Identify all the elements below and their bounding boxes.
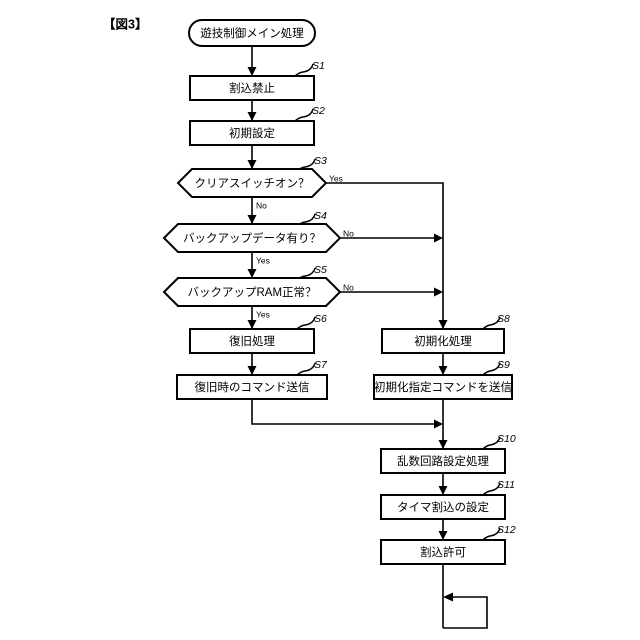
branch-label-layer: Yes No No Yes No Yes xyxy=(256,173,354,319)
branch-label-s3-yes: Yes xyxy=(329,173,343,183)
node-s11[interactable]: タイマ割込の設定 xyxy=(380,494,506,520)
branch-label-s5-no: No xyxy=(343,282,354,292)
s7-box-shape xyxy=(176,374,328,400)
step-number-s5: S5 xyxy=(314,264,327,276)
node-s4[interactable]: バックアップデータ有り？ xyxy=(162,223,342,253)
step-number-s9: S9 xyxy=(497,359,510,371)
s3-decision-shape xyxy=(176,168,328,198)
node-s2[interactable]: 初期設定 xyxy=(189,120,315,146)
node-s10[interactable]: 乱数回路設定処理 xyxy=(380,448,506,474)
arrowhead-s4-no xyxy=(434,233,443,243)
arrowhead-start-s1 xyxy=(247,67,257,76)
start-terminator-label: 遊技制御メイン処理 xyxy=(200,26,304,40)
s12-box-label: 割込許可 xyxy=(420,545,466,559)
arrowhead-s3yes-s8 xyxy=(438,320,448,329)
s1-box-label: 割込禁止 xyxy=(229,81,275,95)
node-start[interactable]: 遊技制御メイン処理 xyxy=(188,19,316,47)
s11-box-shape xyxy=(380,494,506,520)
step-number-s1: S1 xyxy=(312,60,325,72)
s1-box-shape xyxy=(189,75,315,101)
s9-box-shape xyxy=(373,374,513,400)
arrowhead-s5-no xyxy=(434,287,443,297)
step-number-s2: S2 xyxy=(312,105,325,117)
connector-layer xyxy=(247,46,488,629)
s12-box-shape xyxy=(380,539,506,565)
start-terminator-shape xyxy=(188,19,316,47)
arrowhead-s4-s5 xyxy=(247,269,257,278)
step-number-s3: S3 xyxy=(314,155,327,167)
step-number-s10: S10 xyxy=(497,433,516,445)
arrowhead-bottom-loop xyxy=(443,592,453,602)
node-s6[interactable]: 復旧処理 xyxy=(189,328,315,354)
node-s8[interactable]: 初期化処理 xyxy=(381,328,505,354)
s6-box-shape xyxy=(189,328,315,354)
connector-s3-yes-to-s8 xyxy=(326,182,444,329)
arrowhead-s10-s11 xyxy=(438,486,448,495)
s2-box-label: 初期設定 xyxy=(229,126,275,140)
step-number-s6: S6 xyxy=(314,313,327,325)
step-number-s12: S12 xyxy=(497,524,516,536)
arrowhead-s9-s10 xyxy=(438,440,448,449)
branch-label-s4-no: No xyxy=(343,228,354,238)
s5-decision-label: バックアップRAM正常？ xyxy=(187,286,316,299)
arrowhead-s3-s4 xyxy=(247,215,257,224)
s10-box-shape xyxy=(380,448,506,474)
arrowhead-s1-s2 xyxy=(247,112,257,121)
s8-box-shape xyxy=(381,328,505,354)
s10-box-label: 乱数回路設定処理 xyxy=(397,454,489,468)
step-number-s4: S4 xyxy=(314,210,327,222)
node-s7[interactable]: 復旧時のコマンド送信 xyxy=(176,374,328,400)
s11-box-label: タイマ割込の設定 xyxy=(397,500,489,514)
step-number-s7: S7 xyxy=(314,359,328,371)
connector-s7-merge xyxy=(251,399,441,425)
arrowhead-s6-s7 xyxy=(247,366,257,375)
s2-box-shape xyxy=(189,120,315,146)
s4-decision-label: バックアップデータ有り？ xyxy=(183,231,321,245)
s9-box-label: 初期化指定コマンドを送信 xyxy=(374,380,512,394)
step-number-s11: S11 xyxy=(497,479,515,491)
figure-title: 【図3】 xyxy=(103,16,147,31)
branch-label-s4-yes: Yes xyxy=(256,255,270,265)
s8-box-label: 初期化処理 xyxy=(414,334,472,348)
branch-label-s5-yes: Yes xyxy=(256,309,270,319)
node-s12[interactable]: 割込許可 xyxy=(380,539,506,565)
node-s9[interactable]: 初期化指定コマンドを送信 xyxy=(373,374,513,400)
arrowhead-s2-s3 xyxy=(247,160,257,169)
arrowhead-s8-s9 xyxy=(438,366,448,375)
node-s1[interactable]: 割込禁止 xyxy=(189,75,315,101)
arrowhead-s7-merge xyxy=(434,419,443,429)
s5-decision-shape xyxy=(162,277,342,307)
node-s5[interactable]: バックアップRAM正常？ xyxy=(162,277,342,307)
connector-bottom-loop xyxy=(443,596,488,629)
branch-label-s3-no: No xyxy=(256,200,267,210)
s7-box-label: 復旧時のコマンド送信 xyxy=(195,380,310,394)
node-s3[interactable]: クリアスイッチオン？ xyxy=(176,168,328,198)
step-number-s8: S8 xyxy=(497,313,510,325)
s6-box-label: 復旧処理 xyxy=(229,334,275,348)
arrowhead-s5-s6 xyxy=(247,320,257,329)
s3-decision-label: クリアスイッチオン？ xyxy=(195,177,310,190)
s4-decision-shape xyxy=(162,223,342,253)
arrowhead-s11-s12 xyxy=(438,531,448,540)
